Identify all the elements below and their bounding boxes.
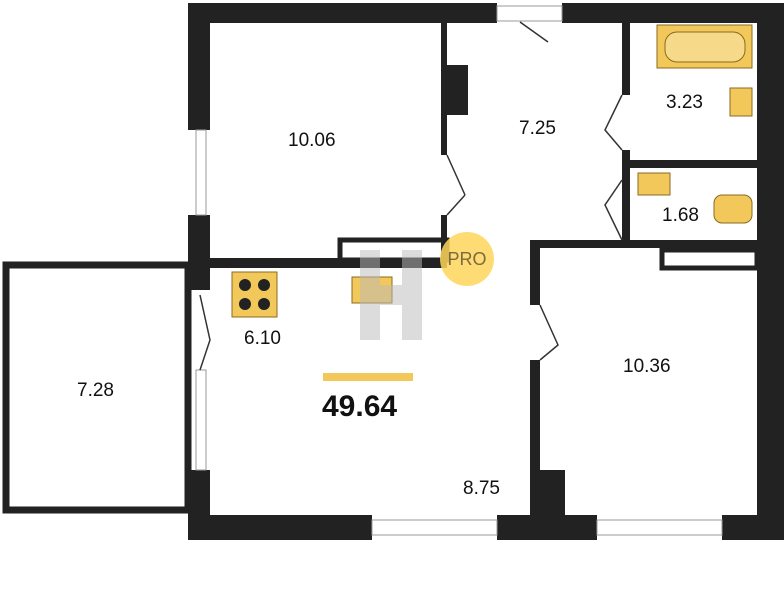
walls — [188, 3, 784, 540]
toilet-icon — [713, 194, 753, 224]
room-area: 6.10 — [244, 328, 281, 349]
closet — [659, 247, 760, 271]
room-area: 7.25 — [519, 118, 556, 139]
niche — [337, 237, 450, 263]
doors — [199, 21, 623, 371]
accent-bar — [323, 373, 413, 381]
room-area: 10.06 — [288, 130, 336, 151]
room-area: 1.68 — [662, 205, 699, 226]
balcony-wall — [2, 261, 192, 514]
total-area: 49.64 — [322, 390, 398, 423]
room-area: 7.28 — [77, 380, 114, 401]
cooktop-icon — [231, 271, 278, 318]
room-area: 8.75 — [463, 478, 500, 499]
sink-icon — [637, 172, 671, 196]
windows — [195, 5, 723, 536]
pro-watermark: PRO — [440, 232, 494, 286]
room-area: 3.23 — [666, 92, 703, 113]
room-area: 10.36 — [623, 356, 671, 377]
sink-icon — [729, 87, 753, 117]
watermark-logo — [360, 250, 422, 340]
